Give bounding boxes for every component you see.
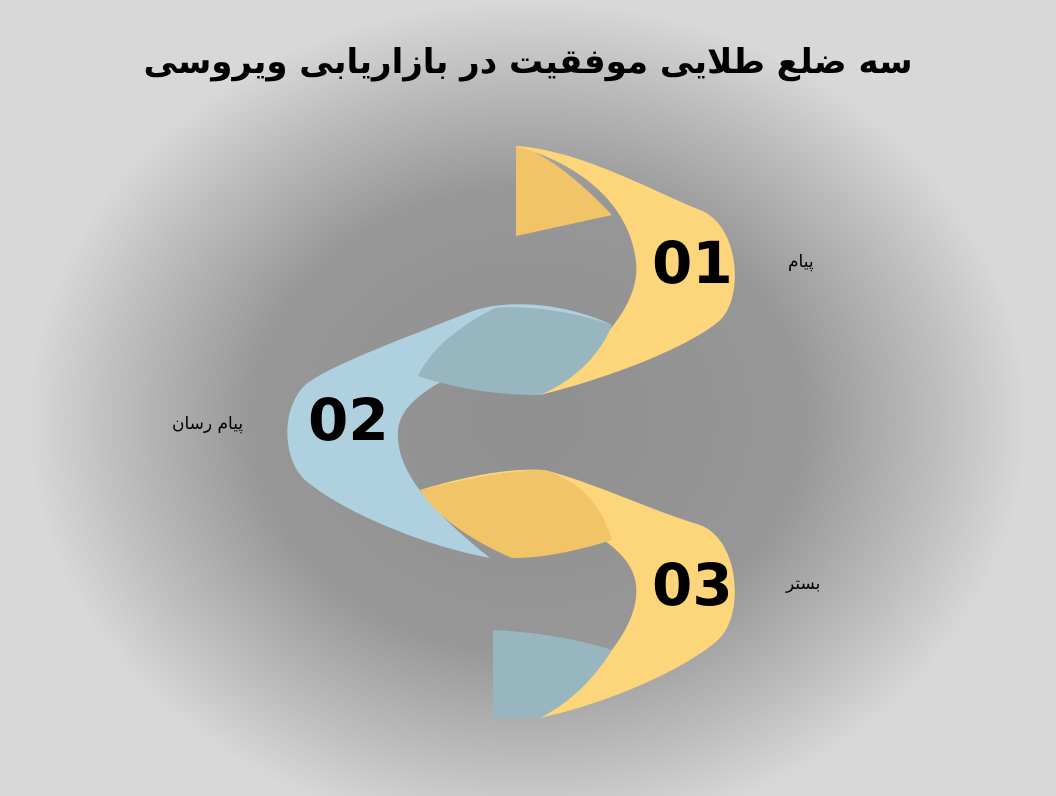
ribbon-segment-01 bbox=[516, 146, 735, 395]
ribbon-segment-02 bbox=[287, 304, 612, 558]
ribbon-fold-yellow-2 bbox=[420, 470, 612, 558]
diagram-title: سه ضلع طلایی موفقیت در بازاریابی ویروسی bbox=[143, 42, 913, 82]
step-label-03: بستر bbox=[786, 574, 821, 594]
ribbon-fold-blue-1 bbox=[418, 307, 612, 395]
ribbon-tail-top bbox=[516, 146, 612, 236]
step-number-02: 02 bbox=[308, 386, 389, 454]
step-label-02: پیام رسان bbox=[172, 414, 244, 434]
ribbon-segment-03 bbox=[420, 469, 735, 718]
step-number-03: 03 bbox=[652, 551, 733, 619]
ribbon-tail-bottom bbox=[493, 630, 612, 718]
step-number-01: 01 bbox=[652, 229, 733, 297]
step-label-01: پیام bbox=[788, 252, 814, 272]
